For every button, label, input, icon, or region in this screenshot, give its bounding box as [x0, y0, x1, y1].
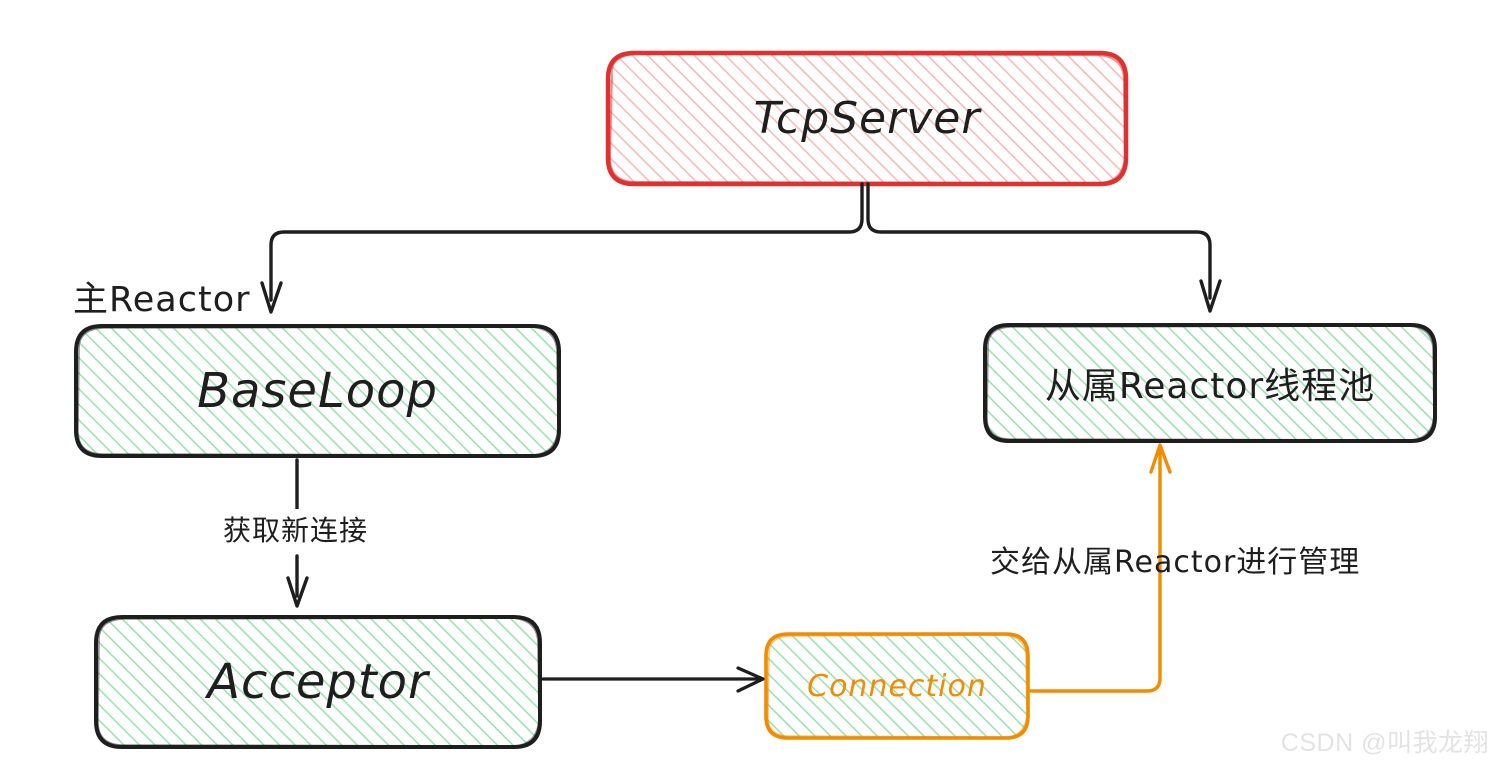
- node-tcpserver-border: [605, 50, 1129, 187]
- node-tcpserver-fill: [608, 53, 1126, 184]
- edge-acceptor-to-connection: [541, 666, 765, 693]
- edge-tcpserver-to-baseloop: [260, 182, 864, 314]
- node-subreactor-pool-border: [983, 323, 1437, 443]
- edge-label-main-reactor: 主Reactor: [73, 280, 251, 320]
- node-baseloop-border: [74, 324, 561, 458]
- node-baseloop[interactable]: [74, 324, 561, 458]
- node-acceptor[interactable]: [94, 615, 542, 749]
- node-connection[interactable]: [764, 632, 1030, 740]
- node-subreactor-pool-fill: [985, 325, 1435, 441]
- node-tcpserver-border-sketch: [608, 52, 1127, 185]
- node-baseloop-border-sketch: [77, 326, 559, 456]
- edge-label-get-new-connection: 获取新连接: [218, 509, 374, 549]
- node-connection-border: [764, 632, 1030, 740]
- node-subreactor-pool-border-sketch: [986, 325, 1435, 441]
- node-baseloop-fill: [76, 326, 559, 456]
- node-connection-border-sketch: [767, 634, 1028, 738]
- node-subreactor-pool[interactable]: [983, 323, 1437, 443]
- edge-connection-to-subreactor-pool: [1029, 443, 1172, 693]
- csdn-watermark: CSDN @叫我龙翔: [1280, 729, 1489, 757]
- node-acceptor-border: [94, 615, 542, 749]
- node-acceptor-border-sketch: [97, 617, 540, 747]
- edge-label-hand-to-subreactor: 交给从属Reactor进行管理: [990, 545, 1361, 580]
- node-acceptor-fill: [96, 617, 540, 747]
- node-tcpserver[interactable]: [605, 50, 1129, 187]
- edge-baseloop-to-acceptor: [286, 458, 309, 608]
- node-connection-fill: [766, 634, 1028, 738]
- edge-tcpserver-to-subreactor-pool: [866, 182, 1222, 313]
